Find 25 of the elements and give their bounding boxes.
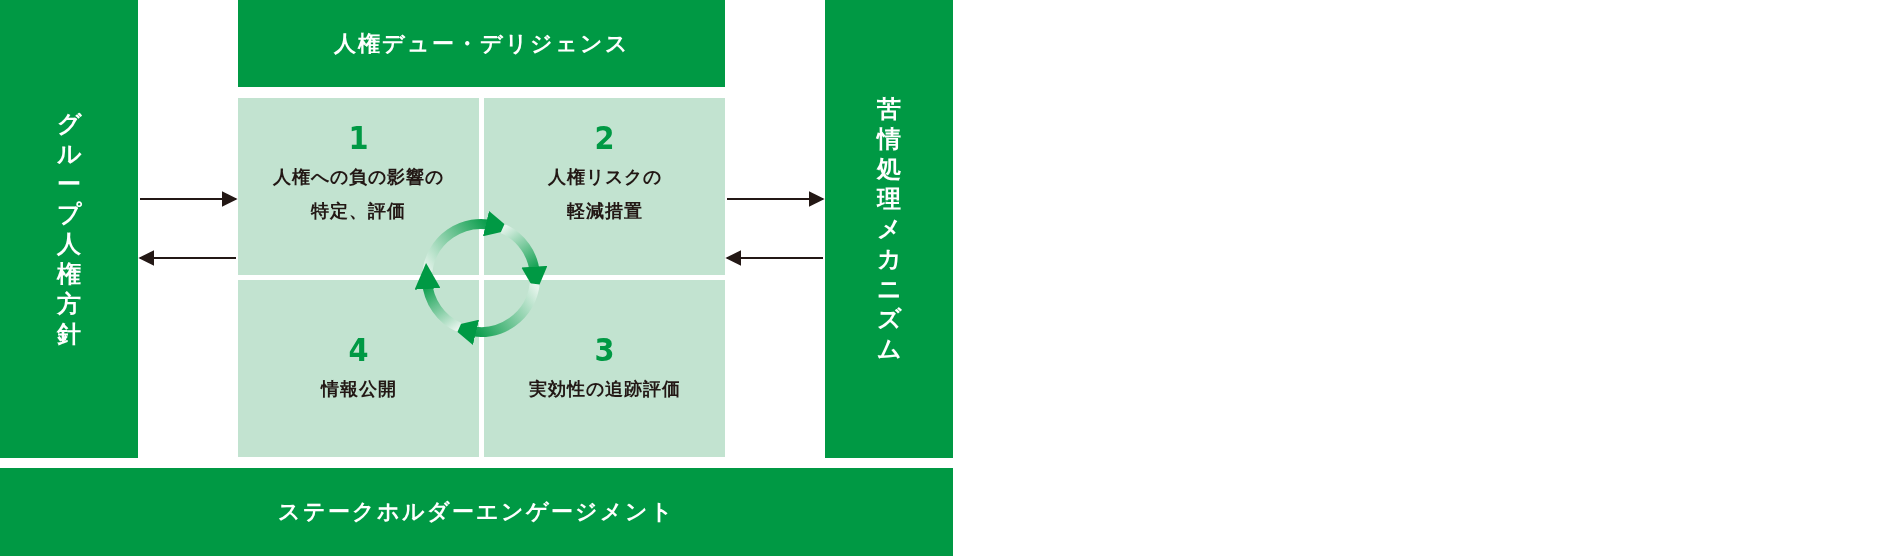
step-label: 人権リスクの軽減措置 [546, 165, 663, 223]
step-number: 4 [348, 330, 369, 370]
band-title: 人権デュー・デリジェンス [333, 29, 630, 58]
arrow [139, 191, 238, 207]
arrow [726, 191, 825, 207]
band-title: 苦情処理メカニズム [876, 94, 902, 364]
step-panel [238, 98, 479, 275]
arrow [138, 250, 237, 266]
cycle-arrow [415, 263, 462, 332]
step-number: 2 [594, 118, 615, 158]
step-number: 1 [348, 118, 369, 158]
step-label: 人権への負の影響の特定、評価 [272, 165, 445, 223]
step-number: 3 [594, 330, 615, 370]
band-title: グループ人権方針 [56, 109, 82, 349]
arrow [725, 250, 824, 266]
band-title: ステークホルダーエンゲージメント [278, 498, 675, 526]
engagement-band [0, 468, 953, 556]
step-label: 実効性の追跡評価 [527, 377, 682, 401]
step-panel [484, 280, 725, 457]
step-panel [484, 98, 725, 275]
step-panel [238, 280, 479, 457]
policy-band [0, 0, 138, 458]
mechanism-band [825, 0, 953, 458]
heading-band [238, 0, 725, 87]
step-label: 情報公開 [319, 377, 398, 401]
